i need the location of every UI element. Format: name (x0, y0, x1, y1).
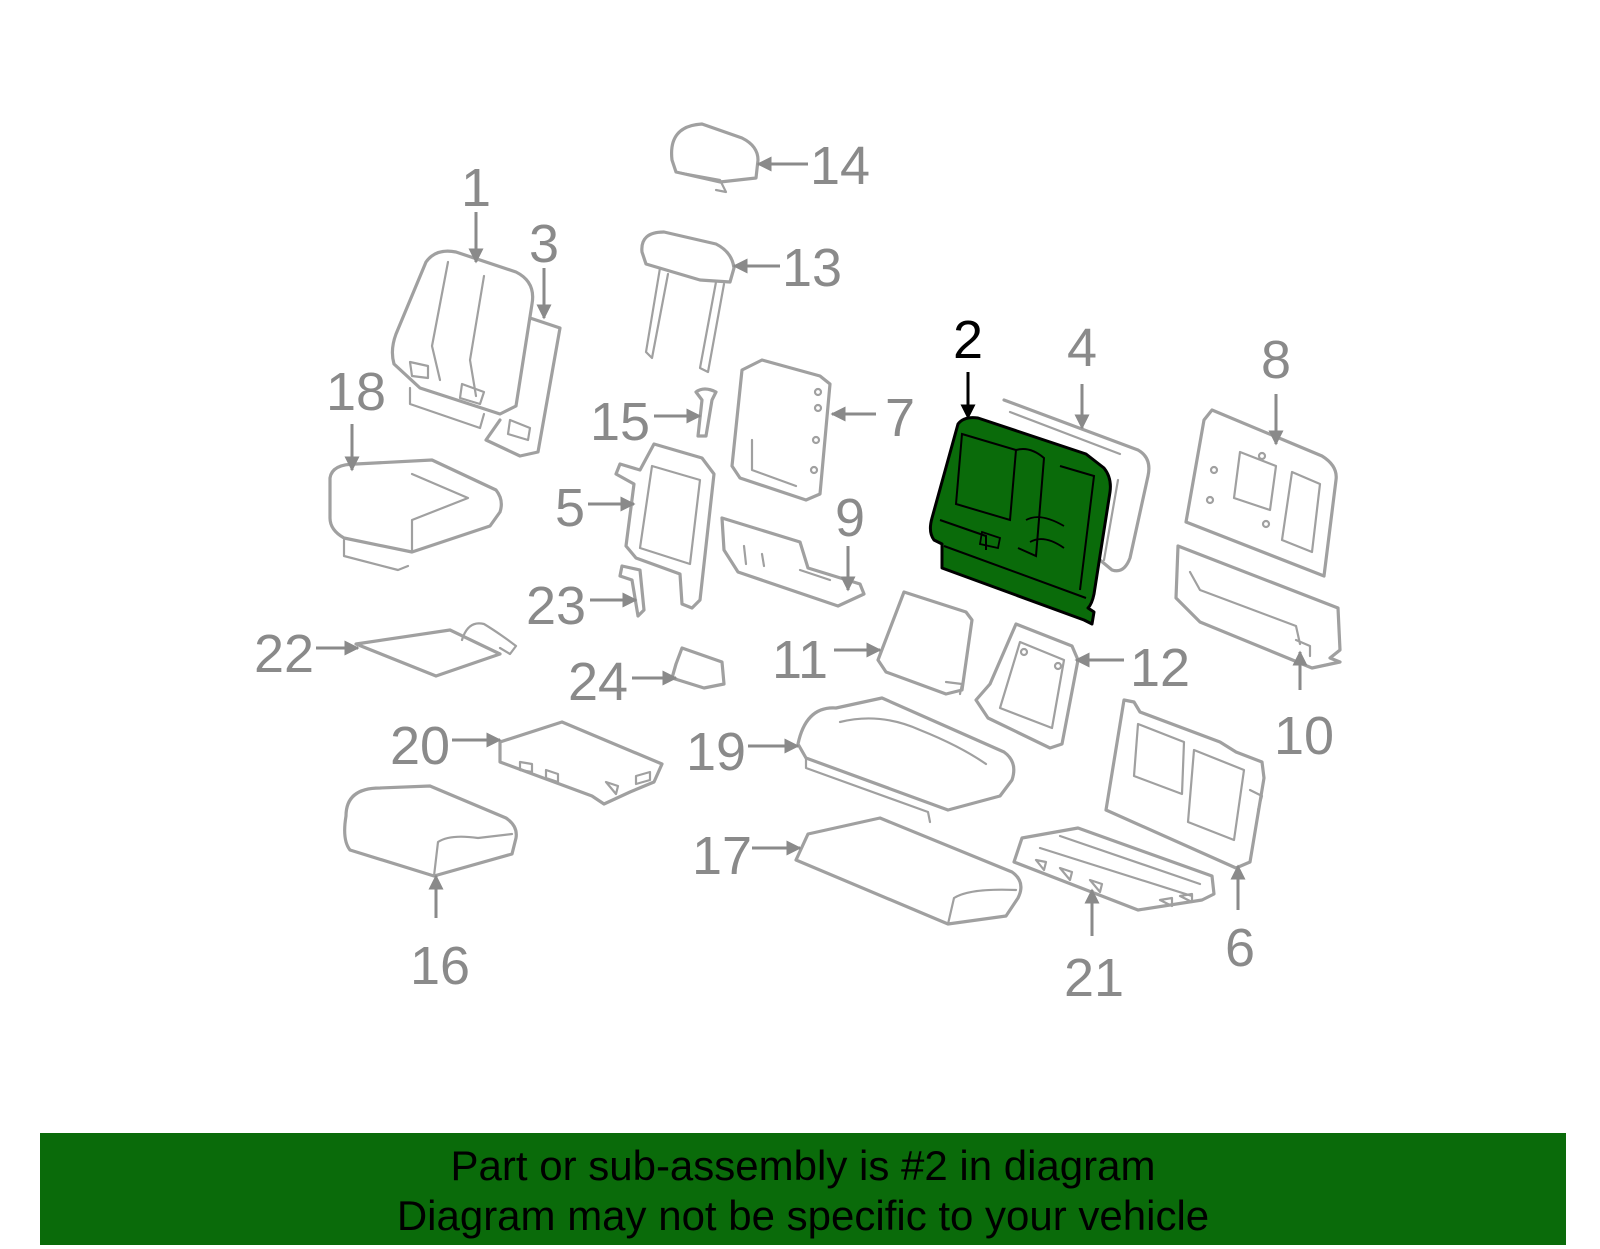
part-9-shape[interactable] (720, 516, 866, 608)
callout-13[interactable]: 13 (782, 238, 842, 298)
callout-10[interactable]: 10 (1274, 706, 1334, 766)
callout-8[interactable]: 8 (1261, 330, 1291, 390)
part-4-shape[interactable] (1002, 398, 1151, 573)
callout-23[interactable]: 23 (526, 576, 586, 636)
callout-11[interactable]: 11 (772, 630, 828, 690)
banner-line-1: Part or sub-assembly is #2 in diagram (450, 1142, 1156, 1189)
part-18-shape[interactable] (328, 458, 503, 572)
part-24-shape[interactable] (670, 646, 726, 690)
callout-18[interactable]: 18 (326, 362, 386, 422)
part-19-shape[interactable] (796, 696, 1016, 824)
part-17-shape[interactable] (794, 816, 1023, 926)
callout-1[interactable]: 1 (461, 158, 491, 218)
part-1-shape[interactable] (390, 249, 535, 430)
banner-line-2: Diagram may not be specific to your vehi… (396, 1192, 1210, 1239)
callout-21[interactable]: 21 (1064, 948, 1124, 1008)
callout-22[interactable]: 22 (254, 624, 314, 684)
callout-14[interactable]: 14 (810, 136, 870, 196)
part-5-shape[interactable] (614, 442, 716, 610)
part-12-shape[interactable] (974, 622, 1080, 750)
part-20-shape[interactable] (498, 720, 664, 806)
callout-2[interactable]: 2 (953, 310, 983, 370)
callout-9[interactable]: 9 (835, 488, 865, 548)
callout-16[interactable]: 16 (410, 936, 470, 996)
callout-4[interactable]: 4 (1067, 318, 1097, 378)
part-23-shape[interactable] (618, 564, 646, 618)
part-10-shape[interactable] (1174, 544, 1342, 670)
part-13-shape[interactable] (640, 230, 736, 374)
callout-7[interactable]: 7 (885, 388, 915, 448)
info-banner: Part or sub-assembly is #2 in diagram Di… (40, 1133, 1566, 1245)
part-11-shape[interactable] (876, 590, 974, 696)
callout-15[interactable]: 15 (590, 392, 650, 452)
part-7-shape[interactable] (730, 358, 832, 502)
callout-5[interactable]: 5 (555, 478, 585, 538)
part-6-shape[interactable] (1104, 698, 1266, 870)
callout-20[interactable]: 20 (390, 716, 450, 776)
callout-24[interactable]: 24 (568, 652, 628, 712)
callout-17[interactable]: 17 (692, 826, 752, 886)
part-15-shape[interactable] (694, 387, 718, 438)
part-8-shape[interactable] (1184, 408, 1338, 578)
part-2-shape[interactable] (928, 416, 1112, 626)
part-3-shape[interactable] (484, 316, 562, 458)
part-14-shape[interactable] (669, 122, 760, 194)
callout-19[interactable]: 19 (686, 722, 746, 782)
callout-arrows (316, 156, 1308, 936)
part-21-shape[interactable] (1012, 826, 1216, 912)
callout-6[interactable]: 6 (1225, 918, 1255, 978)
callout-12[interactable]: 12 (1130, 638, 1190, 698)
callout-labels: 1 2 3 4 5 6 7 8 9 10 11 12 13 14 15 16 1… (254, 136, 1334, 1008)
part-16-shape[interactable] (343, 784, 518, 878)
callout-3[interactable]: 3 (529, 214, 559, 274)
part-22-shape[interactable] (354, 622, 518, 678)
